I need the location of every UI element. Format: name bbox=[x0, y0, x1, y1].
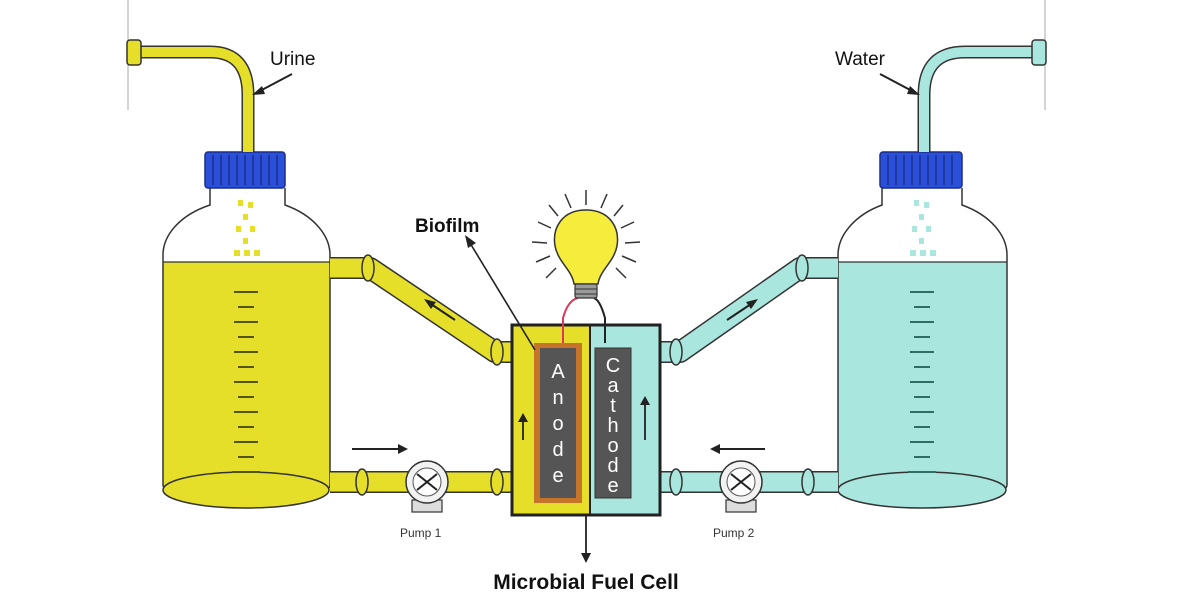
water-return-tube bbox=[660, 254, 838, 366]
anode-letter: d bbox=[552, 439, 563, 461]
anode-letter: A bbox=[551, 361, 565, 383]
water-pointer bbox=[879, 73, 915, 93]
water-graduations bbox=[908, 291, 936, 473]
urine-label: Urine bbox=[270, 49, 315, 70]
biofilm-label: Biofilm bbox=[415, 216, 479, 237]
water-label: Water bbox=[835, 49, 886, 70]
cathode-letter: d bbox=[607, 455, 618, 477]
cathode-electrode bbox=[594, 347, 632, 499]
pump-1 bbox=[405, 460, 449, 513]
urine-return-tube bbox=[330, 254, 512, 366]
anode-letter: o bbox=[552, 413, 563, 435]
cathode-letter: o bbox=[607, 435, 618, 457]
water-drips bbox=[910, 200, 936, 256]
cathode-letter: a bbox=[607, 375, 619, 397]
cathode-letter: h bbox=[607, 415, 618, 437]
water-bottle-base bbox=[837, 471, 1007, 509]
cathode-letter: C bbox=[606, 355, 620, 377]
cathode-letter: e bbox=[607, 475, 618, 497]
biofilm-pointer bbox=[469, 242, 536, 351]
urine-pointer bbox=[257, 73, 293, 93]
anode-letter: n bbox=[552, 387, 563, 409]
flow-arrow-left-lower bbox=[352, 444, 408, 454]
urine-graduations bbox=[232, 291, 260, 473]
cathode-letter: t bbox=[610, 395, 616, 417]
urine-inlet-tube bbox=[140, 45, 255, 152]
urine-drips bbox=[234, 200, 260, 256]
anode-wire bbox=[562, 297, 579, 343]
anode-letter: e bbox=[552, 465, 563, 487]
pump-2-label: Pump 2 bbox=[713, 526, 755, 540]
water-bottle bbox=[837, 39, 1047, 509]
pump-2 bbox=[719, 460, 763, 513]
water-inlet-tube bbox=[917, 45, 1035, 152]
cathode-wire bbox=[593, 297, 606, 343]
diagram-title: Microbial Fuel Cell bbox=[493, 571, 679, 594]
flow-arrow-right-lower bbox=[710, 444, 765, 454]
anode-electrode bbox=[540, 348, 576, 498]
urine-bottle bbox=[126, 39, 331, 509]
pump-1-label: Pump 1 bbox=[400, 526, 442, 540]
urine-bottle-base bbox=[162, 471, 330, 509]
light-bulb-icon bbox=[531, 190, 641, 299]
water-bottle-cap bbox=[879, 151, 963, 189]
